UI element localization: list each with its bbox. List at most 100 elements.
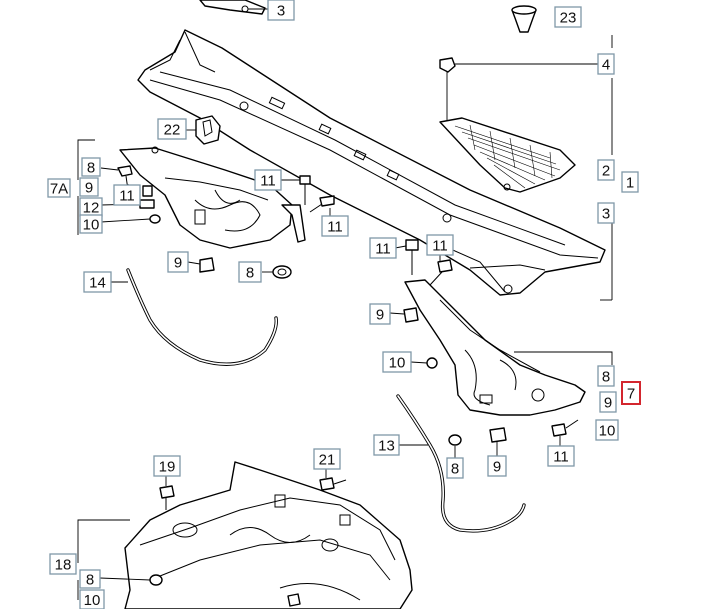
callout-c9-left: 9 bbox=[79, 177, 99, 197]
left-water-box bbox=[119, 146, 306, 249]
callout-number: 21 bbox=[319, 452, 336, 469]
callout-box bbox=[426, 234, 454, 256]
callout-c22: 22 bbox=[157, 118, 187, 140]
callout-box bbox=[446, 457, 464, 479]
callout-box bbox=[321, 215, 349, 237]
callout-box bbox=[621, 171, 639, 193]
callout-number: 10 bbox=[599, 423, 616, 440]
callout-box bbox=[369, 237, 397, 259]
callout-c13: 13 bbox=[373, 434, 400, 456]
callout-number: 22 bbox=[164, 122, 181, 139]
callout-box bbox=[167, 251, 189, 273]
callout-box bbox=[81, 157, 101, 177]
callout-number: 19 bbox=[159, 459, 176, 476]
callout-c8-left: 8 bbox=[81, 157, 101, 177]
callout-number: 7A bbox=[50, 181, 68, 198]
callout-number: 18 bbox=[55, 557, 72, 574]
callout-number: 1 bbox=[626, 175, 634, 192]
callout-box bbox=[313, 448, 341, 470]
callout-box bbox=[373, 434, 400, 456]
bottom-leaders bbox=[77, 468, 327, 600]
callout-c8-low: 8 bbox=[446, 457, 464, 479]
top-bracket bbox=[199, 0, 268, 15]
callout-number: 11 bbox=[375, 241, 391, 258]
callout-c23: 23 bbox=[554, 6, 582, 28]
plenum-panel bbox=[137, 29, 606, 296]
callout-c9-b: 9 bbox=[369, 303, 391, 325]
callout-c10-right: 10 bbox=[595, 419, 619, 441]
grommet-22 bbox=[186, 115, 221, 145]
callout-c8-right: 8 bbox=[597, 365, 615, 387]
callout-box bbox=[597, 159, 615, 181]
callout-box bbox=[153, 455, 181, 477]
callout-c11-a: 11 bbox=[113, 184, 141, 206]
callout-number: 3 bbox=[602, 206, 610, 223]
callout-number: 2 bbox=[602, 163, 610, 180]
callout-box bbox=[157, 118, 187, 140]
callout-c4: 4 bbox=[597, 53, 615, 75]
bottom-panel bbox=[124, 461, 413, 609]
callout-number: 10 bbox=[389, 355, 406, 372]
callout-number: 8 bbox=[246, 265, 254, 282]
callout-c7: 7 bbox=[621, 381, 641, 405]
callout-box bbox=[254, 169, 282, 191]
callout-number: 11 bbox=[432, 238, 448, 255]
callout-box bbox=[49, 553, 77, 575]
callout-box bbox=[597, 53, 615, 75]
callout-c8-bottom: 8 bbox=[79, 569, 101, 589]
right-fasteners bbox=[403, 239, 579, 446]
callout-box bbox=[79, 569, 101, 589]
callout-number: 11 bbox=[553, 449, 569, 466]
callout-box bbox=[369, 303, 391, 325]
callout-c2: 2 bbox=[597, 159, 615, 181]
callout-number: 10 bbox=[83, 217, 100, 234]
clip-4 bbox=[439, 57, 598, 120]
callout-box bbox=[79, 177, 99, 197]
callout-box bbox=[599, 391, 617, 413]
callout-box bbox=[47, 178, 71, 198]
callout-number: 14 bbox=[89, 275, 106, 292]
callout-c9-mid: 9 bbox=[167, 251, 189, 273]
callout-number: 8 bbox=[602, 369, 610, 386]
callout-c12: 12 bbox=[79, 197, 103, 217]
callout-box bbox=[595, 419, 619, 441]
callout-number: 12 bbox=[83, 200, 100, 217]
left-fasteners bbox=[117, 165, 335, 279]
callout-c9-right: 9 bbox=[599, 391, 617, 413]
callout-c3-right: 3 bbox=[597, 202, 615, 224]
callout-number: 9 bbox=[493, 459, 501, 476]
callout-c18: 18 bbox=[49, 553, 77, 575]
callout-c10-mid: 10 bbox=[382, 351, 412, 373]
callout-c9-low: 9 bbox=[487, 455, 507, 477]
callout-number: 8 bbox=[87, 160, 95, 177]
callout-c11-b: 11 bbox=[254, 169, 282, 191]
callout-number: 23 bbox=[560, 10, 577, 27]
grille-cover bbox=[439, 117, 576, 193]
callout-c19: 19 bbox=[153, 455, 181, 477]
callout-box bbox=[113, 184, 141, 206]
hose-14 bbox=[111, 268, 278, 366]
callout-box bbox=[597, 202, 615, 224]
callout-box bbox=[554, 6, 582, 28]
callout-number: 3 bbox=[277, 3, 285, 20]
callout-box bbox=[597, 365, 615, 387]
callout-number: 9 bbox=[376, 307, 384, 324]
callout-number: 8 bbox=[451, 461, 459, 478]
callout-number: 9 bbox=[85, 180, 93, 197]
callout-c3-top: 3 bbox=[267, 0, 295, 21]
callout-number: 11 bbox=[327, 219, 343, 236]
callout-box bbox=[382, 351, 412, 373]
hose-13 bbox=[396, 394, 526, 533]
callout-box bbox=[79, 214, 103, 234]
callout-number: 9 bbox=[604, 395, 612, 412]
callout-number: 13 bbox=[378, 438, 395, 455]
callout-box bbox=[79, 589, 105, 609]
callout-box bbox=[547, 445, 575, 467]
clip-23 bbox=[511, 5, 537, 33]
callout-c11-e: 11 bbox=[426, 234, 454, 256]
right-water-box bbox=[404, 279, 586, 416]
callout-number: 11 bbox=[119, 188, 135, 205]
